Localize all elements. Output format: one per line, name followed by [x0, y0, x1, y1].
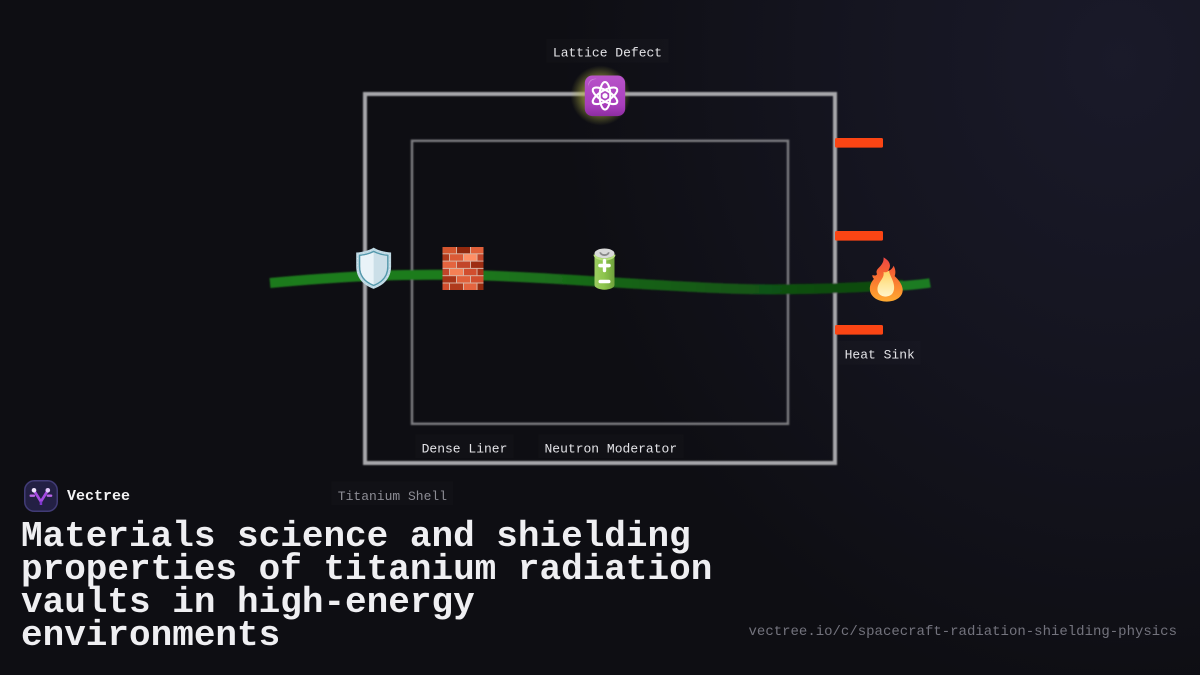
svg-text:Neutron Moderator: Neutron Moderator — [545, 441, 678, 456]
svg-text:Lattice Defect: Lattice Defect — [553, 45, 662, 60]
svg-text:Titanium Shell: Titanium Shell — [338, 489, 447, 504]
svg-text:Heat Sink: Heat Sink — [845, 348, 915, 363]
svg-text:Dense Liner: Dense Liner — [422, 441, 508, 456]
